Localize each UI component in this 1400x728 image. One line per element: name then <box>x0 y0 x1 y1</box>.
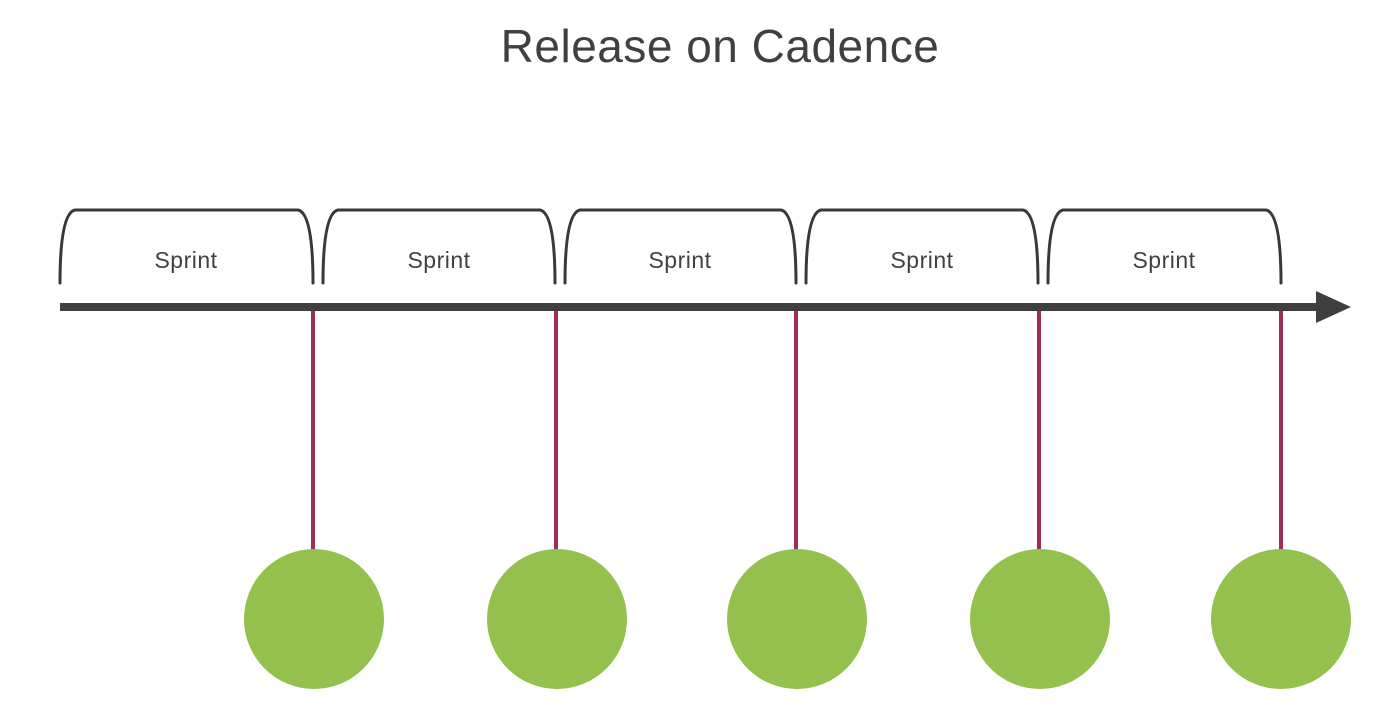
timeline-arrowhead-icon <box>1316 291 1351 323</box>
sprint-label: Sprint <box>1132 247 1195 273</box>
sprint-label: Sprint <box>154 247 217 273</box>
page-title: Release on Cadence <box>500 20 940 72</box>
sprint-bracket <box>804 208 1040 285</box>
sprint-label: Sprint <box>890 247 953 273</box>
sprint-bracket <box>321 208 557 285</box>
sprint-bracket <box>563 208 798 285</box>
release-circle <box>244 549 384 689</box>
release-circle <box>970 549 1110 689</box>
sprint-label: Sprint <box>407 247 470 273</box>
sprint-bracket <box>58 208 315 285</box>
release-circle <box>1211 549 1351 689</box>
release-circle <box>487 549 627 689</box>
sprint-bracket <box>1046 208 1283 285</box>
sprint-label: Sprint <box>648 247 711 273</box>
release-circle <box>727 549 867 689</box>
